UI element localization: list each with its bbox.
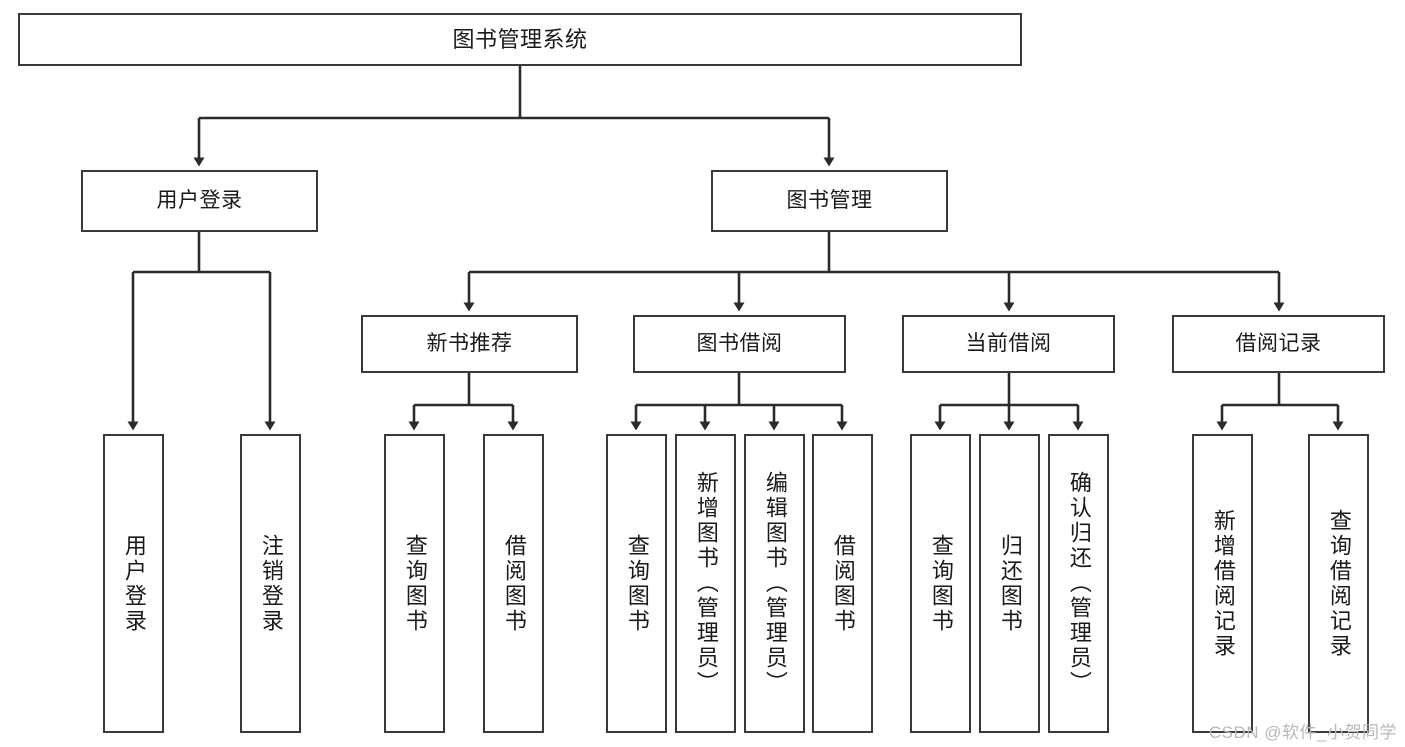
node-label: 图书管理 (786, 188, 873, 212)
leaf-borrow-book[interactable]: 借阅图书 (812, 434, 873, 733)
leaf-add-book-admin[interactable]: 新增图书（管理员） (675, 434, 736, 733)
node-label: 查询图书 (624, 533, 650, 634)
node-current-borrow[interactable]: 当前借阅 (902, 315, 1115, 373)
leaf-return-book[interactable]: 归还图书 (979, 434, 1040, 733)
node-borrow-records[interactable]: 借阅记录 (1172, 315, 1385, 373)
leaf-query-book-recommend[interactable]: 查询图书 (384, 434, 445, 733)
node-label: 查询图书 (928, 533, 954, 634)
csdn-watermark: CSDN @软件_小贺同学 (1208, 723, 1397, 742)
node-label: 查询图书 (402, 533, 428, 634)
node-label: 借阅图书 (501, 533, 527, 634)
leaf-query-borrow-record[interactable]: 查询借阅记录 (1308, 434, 1369, 733)
node-label: 新增图书（管理员） (693, 471, 719, 696)
node-label: 查询借阅记录 (1326, 508, 1352, 659)
leaf-query-book-current[interactable]: 查询图书 (910, 434, 971, 733)
leaf-logout[interactable]: 注销登录 (240, 434, 301, 733)
node-book-borrow[interactable]: 图书借阅 (633, 315, 846, 373)
leaf-confirm-return-admin[interactable]: 确认归还（管理员） (1048, 434, 1109, 733)
node-label: 当前借阅 (965, 331, 1052, 355)
node-label: 借阅图书 (830, 533, 856, 634)
leaf-edit-book-admin[interactable]: 编辑图书（管理员） (744, 434, 805, 733)
node-label: 编辑图书（管理员） (762, 471, 788, 696)
leaf-add-borrow-record[interactable]: 新增借阅记录 (1192, 434, 1253, 733)
node-label: 归还图书 (997, 533, 1023, 634)
node-root-system[interactable]: 图书管理系统 (18, 13, 1022, 66)
node-label: 借阅记录 (1235, 331, 1322, 355)
node-label: 用户登录 (121, 533, 147, 634)
node-label: 图书借阅 (696, 331, 783, 355)
node-label: 图书管理系统 (452, 26, 588, 52)
leaf-borrow-book-recommend[interactable]: 借阅图书 (483, 434, 544, 733)
node-label: 用户登录 (156, 188, 243, 212)
node-label: 新书推荐 (426, 331, 513, 355)
leaf-query-book-borrow[interactable]: 查询图书 (606, 434, 667, 733)
node-user-login[interactable]: 用户登录 (81, 170, 318, 232)
node-label: 新增借阅记录 (1210, 508, 1236, 659)
node-label: 确认归还（管理员） (1066, 471, 1092, 696)
node-label: 注销登录 (258, 533, 284, 634)
leaf-user-login[interactable]: 用户登录 (103, 434, 164, 733)
node-book-management[interactable]: 图书管理 (711, 170, 948, 232)
node-new-book-recommend[interactable]: 新书推荐 (361, 315, 578, 373)
